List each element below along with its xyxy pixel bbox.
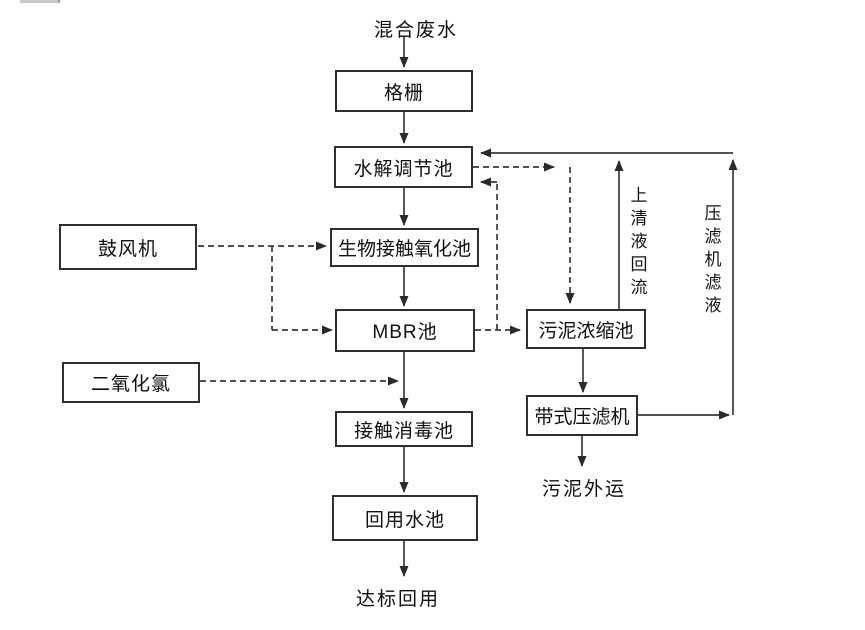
node-mbr: MBR池 xyxy=(335,309,475,352)
node-disinfection-label: 接触消毒池 xyxy=(353,420,454,442)
node-chlorine-dioxide: 二氧化氯 xyxy=(62,362,200,403)
node-hydrolysis: 水解调节池 xyxy=(334,146,473,188)
node-sludge-thickener-label: 污泥浓缩池 xyxy=(538,320,634,342)
node-screen-label: 格栅 xyxy=(383,82,424,104)
label-press-filtrate: 压滤机滤液 xyxy=(704,204,722,315)
node-blower: 鼓风机 xyxy=(59,224,197,270)
node-chlorine-dioxide-label: 二氧化氯 xyxy=(90,374,171,395)
node-bio-oxidation-label: 生物接触氧化池 xyxy=(337,239,471,260)
node-reuse-tank: 回用水池 xyxy=(332,495,478,541)
node-disinfection: 接触消毒池 xyxy=(335,411,473,447)
node-belt-press: 带式压滤机 xyxy=(526,395,638,436)
node-screen: 格栅 xyxy=(335,70,473,112)
node-hydrolysis-label: 水解调节池 xyxy=(353,158,454,180)
node-reuse-tank-label: 回用水池 xyxy=(364,509,445,531)
ui-artifact-bar xyxy=(20,0,60,3)
node-sludge-thickener: 污泥浓缩池 xyxy=(526,309,646,349)
node-bio-oxidation: 生物接触氧化池 xyxy=(330,228,479,267)
label-outlet: 达标回用 xyxy=(356,589,441,610)
node-belt-press-label: 带式压滤机 xyxy=(534,407,630,428)
node-blower-label: 鼓风机 xyxy=(97,238,158,260)
label-sludge-out: 污泥外运 xyxy=(542,479,627,500)
node-mbr-label: MBR池 xyxy=(372,322,438,343)
label-supernatant-return: 上清液回流 xyxy=(630,186,648,297)
label-source: 混合废水 xyxy=(374,20,459,41)
